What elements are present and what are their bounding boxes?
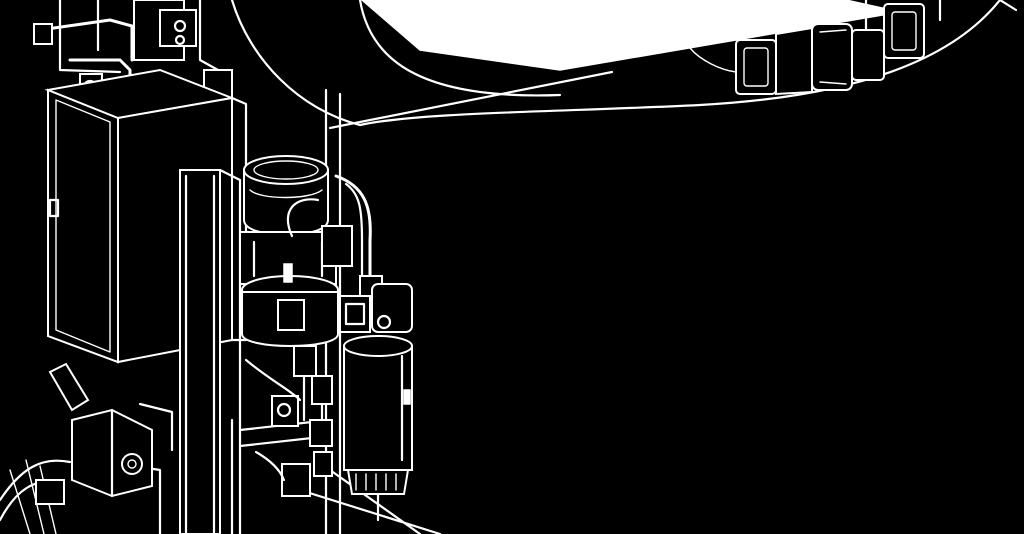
detail-callout-magnifier [232,0,1016,128]
callout-circle-right-tip [1000,0,1016,10]
manifold-port [346,304,364,324]
hose-clamp [36,480,64,504]
sensor-cable [288,199,318,236]
magnified-tube-stubs [866,0,940,30]
motor-band [250,190,322,198]
valve-actuator-top [160,10,196,46]
magnified-elbow-face [892,12,916,50]
filter-sight-mark [404,390,410,404]
base-skid [300,470,440,534]
callout-pointer-line [330,72,612,128]
solenoid-bracket [140,404,172,450]
motor-top-cap-inner [254,161,318,179]
valve-bolt-2 [176,36,184,44]
pump-coupling-housing [240,232,336,284]
fitting-nipple [314,452,332,476]
cartridge-filter [344,284,412,520]
filter-bowl-top [344,336,412,356]
hose-fittings [246,176,382,496]
fitting-pipes [304,376,322,420]
enclosure-latch [50,200,58,216]
magnified-adapter [852,30,884,80]
coiled-hose-outer [0,461,70,500]
lower-left-components [0,364,172,534]
fitting-elbow-1 [294,346,316,376]
pipe-vertical-left [60,0,120,72]
vertical-standpipe [200,0,218,70]
rail-front-side [220,170,240,534]
magnified-nut-2 [812,24,852,90]
pump-outlet-block [278,300,304,330]
manifold-block [340,296,370,332]
magnified-hose-ferrule [776,28,812,94]
bottom-tee [282,464,310,496]
check-valve-nut [278,404,290,416]
filter-base-ribs [356,474,396,490]
fitting-union-1 [312,376,332,404]
drain-line [256,452,284,480]
solenoid-connector-pin [128,460,136,468]
enclosure-door-frame [56,100,110,352]
magnified-hose-line [690,48,736,72]
check-valve [272,396,298,426]
motor-top-cap [244,156,328,184]
filter-bowl-base [348,470,408,494]
pressure-sensor [284,264,292,282]
hose-to-filter [336,176,370,290]
rail-front-upright [180,170,220,534]
junction-box [322,226,352,266]
magnified-nut-1-face [744,48,768,86]
hose-inner-edge [346,184,362,288]
magnified-fitting-group [690,0,940,94]
conduit-stub [50,364,88,410]
filter-head-bolt [378,316,390,328]
magnified-elbow [884,4,924,58]
pipe-top-left [40,20,132,60]
magnified-nut-2-flats [820,30,846,84]
rail-front-edges [186,176,214,534]
solenoid-connector [122,454,142,474]
callout-circle-inner-edge [360,0,560,95]
callout-pointer-wedge [362,0,900,70]
motor-pump-assembly [240,156,352,346]
filter-head [372,284,412,332]
pipe-cap [34,24,52,44]
return-hose [246,360,300,400]
callout-circle-lower-edge [360,0,1000,125]
valve-bolt [175,21,185,31]
fitting-union-2 [310,420,332,446]
enclosure-side-face [48,90,118,362]
